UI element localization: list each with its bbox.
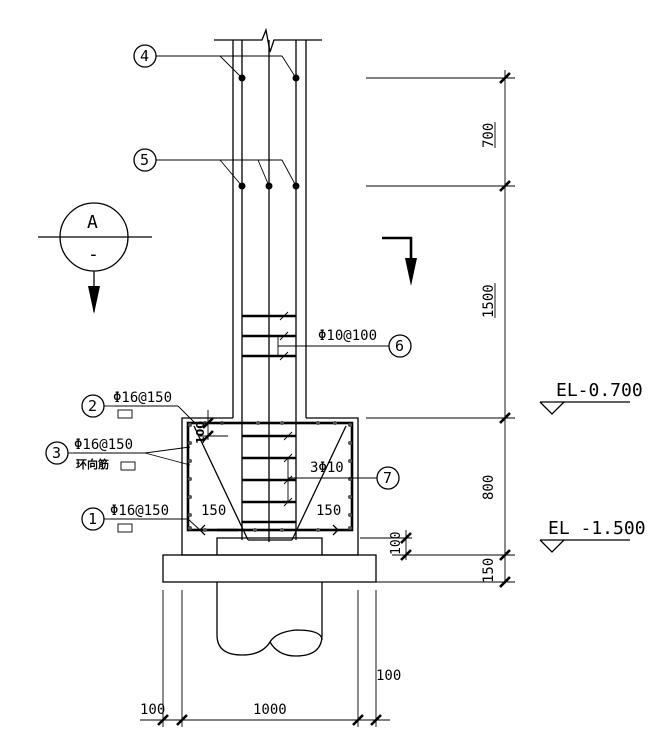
callout-7: [287, 458, 400, 502]
callout-3-spec: Φ16@150: [74, 437, 133, 453]
dim-1000: 1000: [253, 702, 287, 718]
callout-2-number: 2: [88, 397, 97, 415]
callout-2-spec: Φ16@150: [113, 390, 172, 406]
section-cut-arrow: [382, 236, 417, 286]
dim-100-pile-head: [360, 530, 412, 561]
callout-4-number: 4: [140, 47, 149, 65]
column-outline: [214, 27, 322, 418]
dim-150-right: 150: [316, 503, 341, 519]
dim-100-small: 100: [389, 532, 404, 555]
ring-bar-dots: [188, 421, 352, 532]
callout-1-number: 1: [88, 510, 97, 528]
callout-5: [133, 148, 297, 187]
pile-cap-cage: [186, 421, 354, 541]
dim-100-left: 100: [140, 702, 165, 718]
dim-150-vertical: 150: [481, 558, 497, 583]
callout-6: [277, 334, 412, 358]
pile: [216, 582, 323, 657]
callout-5-number: 5: [140, 151, 149, 169]
column-stirrups: [242, 311, 296, 361]
dim-700: 700: [481, 123, 497, 148]
section-mark: [38, 202, 152, 314]
callout-3: [45, 441, 191, 471]
callout-1: [81, 507, 201, 533]
elevation-mark-upper: [539, 401, 630, 415]
dim-100-right: 100: [376, 668, 401, 684]
dim-100-cover-label: 100: [194, 421, 207, 444]
dim-800: 800: [481, 475, 497, 500]
elevation-mark-lower: [539, 539, 630, 553]
callout-6-number: 6: [395, 337, 404, 355]
blinding-layer: [162, 554, 377, 583]
dim-150-left: 150: [201, 503, 226, 519]
section-letter: A: [87, 212, 98, 233]
dim-100-cover: [200, 410, 228, 442]
callout-7-spec: 3Φ10: [310, 460, 344, 476]
callout-3-number: 3: [52, 444, 61, 462]
callout-7-number: 7: [383, 469, 392, 487]
callout-1-spec: Φ16@150: [110, 503, 169, 519]
elevation-upper-label: EL-0.700: [556, 380, 643, 401]
dim-1500: 1500: [481, 284, 497, 318]
callout-4: [133, 44, 297, 79]
vertical-dimensions: [366, 70, 515, 588]
callout-2: [81, 394, 197, 425]
horizontal-dimensions: [140, 590, 390, 727]
callout-6-spec: Φ10@100: [318, 328, 377, 344]
callout-3-note: 环向筋: [76, 457, 109, 471]
pile-head-in-cap: [216, 537, 323, 555]
elevation-lower-label: EL -1.500: [548, 518, 646, 539]
section-sub: -: [88, 244, 99, 265]
